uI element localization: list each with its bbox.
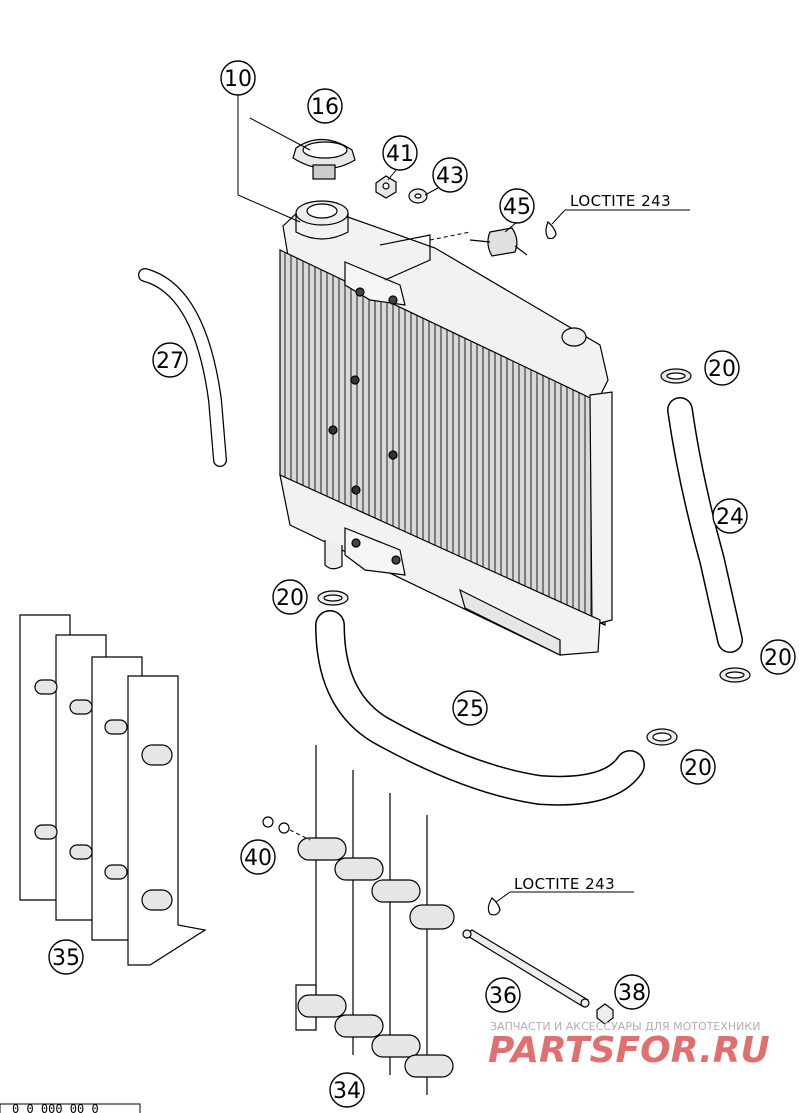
callout-34: 34	[329, 1072, 365, 1108]
callout-20-d: 20	[680, 749, 716, 785]
bottom-code: 0 0 000 00 0	[0, 1102, 141, 1113]
svg-text:20: 20	[708, 357, 736, 382]
callout-20-a: 20	[704, 350, 740, 386]
callout-16: 16	[307, 88, 343, 124]
svg-text:43: 43	[436, 164, 464, 189]
callout-38: 38	[614, 974, 650, 1010]
loctite-note-top: LOCTITE 243	[570, 192, 671, 210]
callout-27: 27	[152, 342, 188, 378]
svg-text:38: 38	[618, 981, 646, 1006]
bolt-38	[596, 1003, 614, 1025]
callouts: 10 16 41 43 45 27 20 24 20 25 20 40 35 3…	[48, 60, 796, 1108]
spacer-rod-36	[462, 929, 590, 1008]
svg-text:20: 20	[276, 586, 304, 611]
svg-text:34: 34	[333, 1079, 361, 1104]
callout-41: 41	[382, 135, 418, 171]
loctite-note-bottom: LOCTITE 243	[514, 875, 615, 893]
watermark-brand: PARTSFOR.RU	[488, 1030, 770, 1071]
svg-text:20: 20	[684, 756, 712, 781]
watermark-tagline: ЗАПЧАСТИ И АКСЕССУАРЫ ДЛЯ МОТОТЕХНИКИ	[490, 1020, 760, 1033]
leader-lines	[237, 94, 690, 903]
svg-text:41: 41	[386, 142, 414, 167]
hose-24	[667, 397, 743, 653]
svg-text:36: 36	[489, 984, 517, 1009]
svg-text:24: 24	[716, 505, 744, 530]
guard-set-35	[19, 614, 207, 966]
hose-25	[315, 610, 645, 806]
guard-set-34	[262, 745, 455, 1095]
svg-text:20: 20	[764, 646, 792, 671]
callout-35: 35	[48, 939, 84, 975]
svg-text:27: 27	[156, 349, 184, 374]
callout-45: 45	[499, 188, 535, 224]
svg-text:10: 10	[224, 67, 252, 92]
svg-text:25: 25	[456, 697, 484, 722]
svg-text:35: 35	[52, 946, 80, 971]
svg-text:16: 16	[311, 95, 339, 120]
hose-27	[138, 268, 227, 467]
loctite-drop-bottom	[487, 897, 501, 916]
callout-25: 25	[452, 690, 488, 726]
hose-clamp	[317, 368, 751, 746]
svg-text:40: 40	[244, 846, 272, 871]
callout-20-b: 20	[272, 579, 308, 615]
radiator-cap	[292, 138, 356, 180]
svg-text:0 0 000 00 0: 0 0 000 00 0	[12, 1102, 99, 1113]
svg-text:45: 45	[503, 195, 531, 220]
rubber-mount-45	[469, 227, 528, 257]
callout-10: 10	[220, 60, 256, 96]
washer-43	[408, 188, 428, 204]
loctite-drop-top	[545, 220, 557, 240]
radiator	[279, 200, 613, 656]
callout-36: 36	[485, 977, 521, 1013]
callout-40: 40	[240, 839, 276, 875]
nut-41	[375, 175, 397, 199]
callout-20-c: 20	[760, 639, 796, 675]
callout-24: 24	[712, 498, 748, 534]
callout-43: 43	[432, 157, 468, 193]
